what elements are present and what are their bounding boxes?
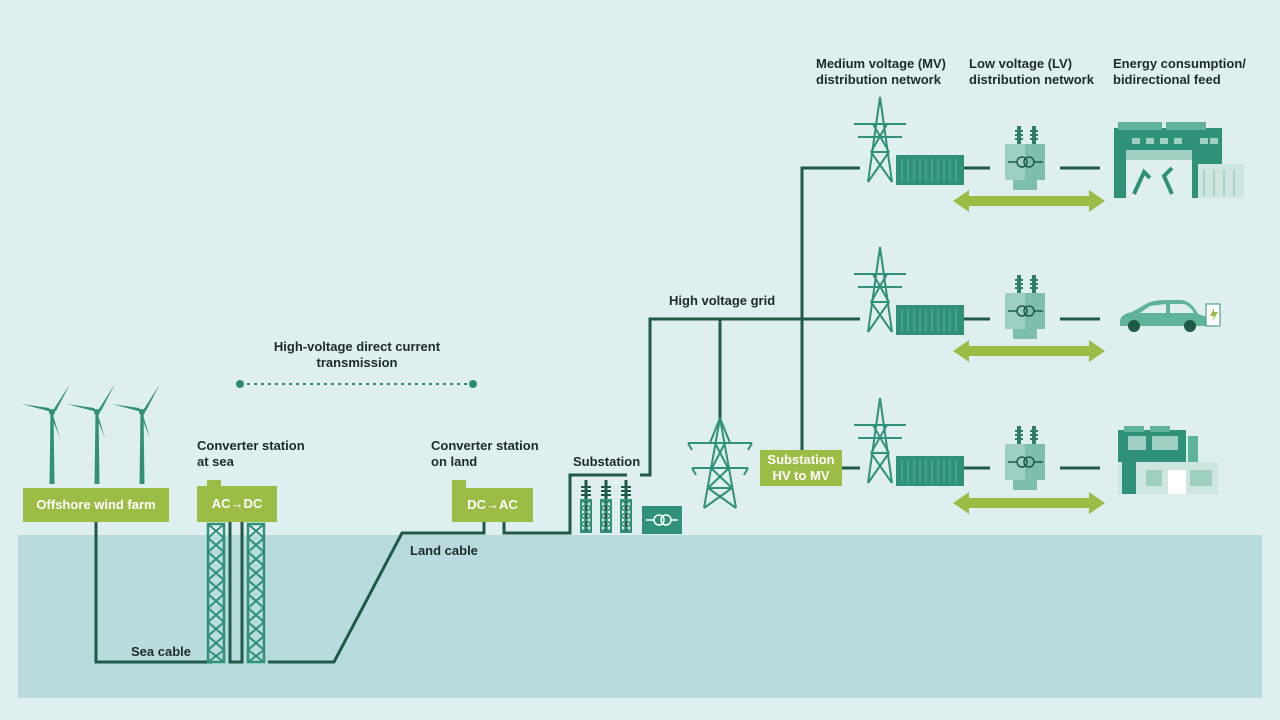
lv-transformer-icon: [1004, 125, 1046, 491]
sea-area: [18, 535, 1262, 698]
battery-container-icon: [853, 96, 965, 487]
land-cable-label: Land cable: [410, 543, 478, 558]
dc-ac-converter-box: DC→AC: [452, 488, 533, 522]
cable-lines: [94, 166, 860, 664]
hvdc-label: High-voltage direct current transmission: [273, 339, 441, 370]
converter-land-tab: [452, 480, 466, 488]
converter-sea-label: Converter station at sea: [197, 438, 305, 469]
factory-icon: [1114, 122, 1244, 198]
substation-columns-icon: [580, 479, 632, 533]
lv-network-label: Low voltage (LV) distribution network: [969, 56, 1094, 87]
consumption-label: Energy consumption/ bidirectional feed: [1113, 56, 1246, 87]
pylon-icon: [687, 417, 753, 509]
substation-hv-mv-box: Substation HV to MV: [760, 450, 842, 486]
mv-network-label: Medium voltage (MV) distribution network: [816, 56, 947, 87]
converter-land-label: Converter station on land: [431, 438, 539, 469]
substation-label: Substation: [573, 454, 641, 469]
electric-car-icon: [1120, 300, 1221, 332]
offshore-wind-farm-box: Offshore wind farm: [23, 488, 169, 522]
wind-turbine-icon: [22, 384, 160, 484]
ac-dc-converter-box: AC→DC: [197, 486, 277, 522]
sea-cable-label: Sea cable: [131, 644, 191, 659]
hvdc-dotted-line: [236, 380, 477, 388]
converter-platform-icon: [206, 480, 266, 664]
high-voltage-grid-label: High voltage grid: [669, 293, 776, 308]
transformer-icon: [642, 506, 682, 534]
house-icon: [1118, 426, 1218, 494]
